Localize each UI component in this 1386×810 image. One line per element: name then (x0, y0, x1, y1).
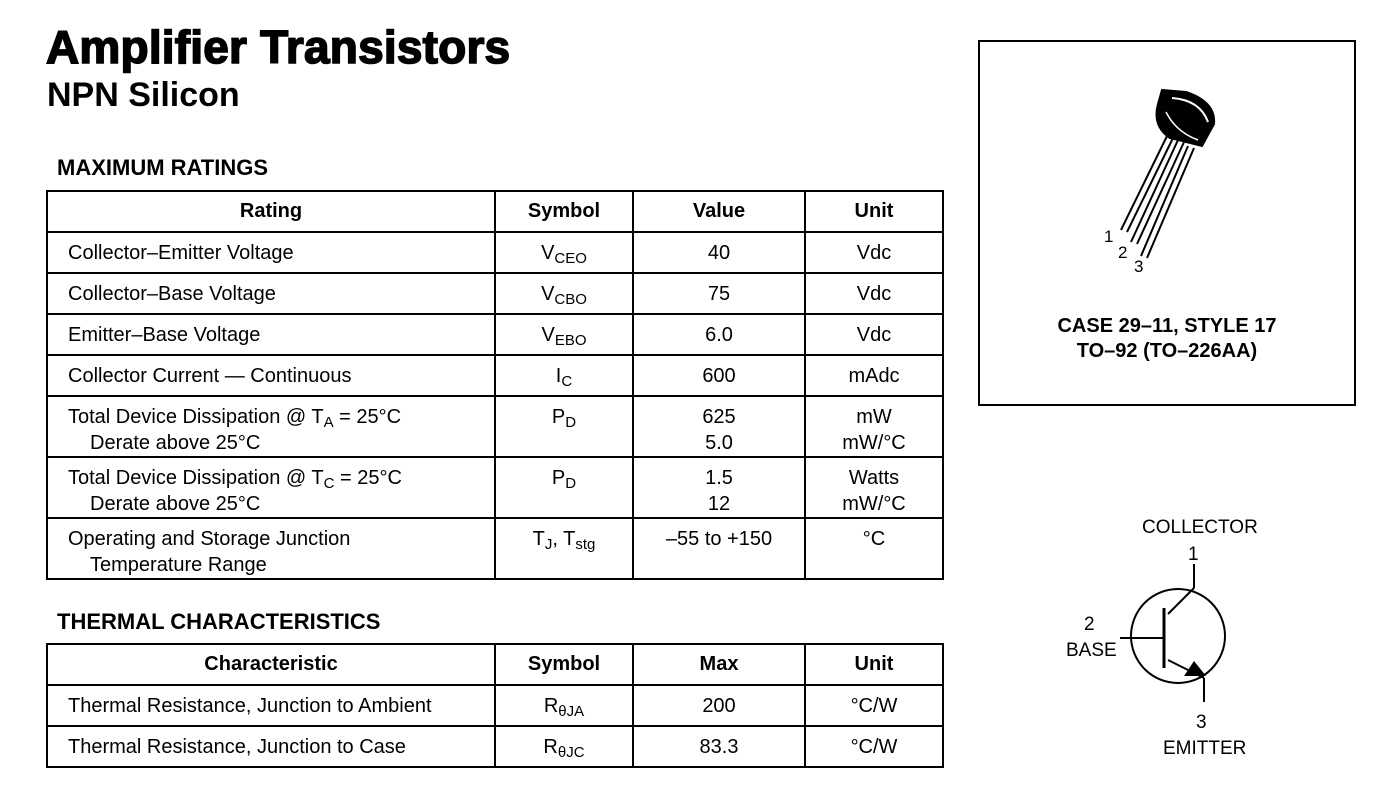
max-cell: 200 (702, 695, 736, 717)
max-ratings-heading: MAXIMUM RATINGS (57, 155, 269, 180)
unit-cell: °C/W (850, 736, 898, 758)
collector-pin-number: 1 (1188, 544, 1199, 565)
symbol-cell: IC (555, 365, 573, 390)
collector-label: COLLECTOR (1142, 517, 1258, 538)
unit-cell: °C (862, 528, 886, 550)
rating-cell: Collector–Emitter Voltage (68, 242, 294, 264)
column-header-characteristic: Characteristic (46, 643, 496, 686)
pin-3-label: 3 (1134, 257, 1143, 276)
table-row: Emitter–Base Voltage VEBO 6.0 Vdc (46, 313, 944, 356)
table-row: Thermal Resistance, Junction to Ambient … (46, 684, 944, 727)
page-title: Amplifier Transistors (45, 20, 511, 74)
table-header-row: Characteristic Symbol Max Unit (46, 643, 944, 686)
unit-cell: Vdc (856, 324, 892, 346)
max-ratings-table: Rating Symbol Value Unit Collector–Emitt… (46, 190, 944, 580)
to92-package-icon: 1 2 3 (1104, 88, 1216, 276)
package-outline-box: 1 2 3 CASE 29–11, STYLE 17 TO–92 (TO–226… (978, 40, 1356, 406)
thermal-table: Characteristic Symbol Max Unit Thermal R… (46, 643, 944, 768)
column-header-unit: Unit (804, 643, 944, 686)
emitter-pin-number: 3 (1196, 712, 1207, 733)
symbol-cell: PD (551, 406, 577, 431)
emitter-label: EMITTER (1163, 738, 1247, 759)
symbol-cell: RθJA (543, 695, 585, 720)
table-row: Collector Current — Continuous IC 600 mA… (46, 354, 944, 397)
npn-transistor-symbol-icon (1120, 564, 1226, 702)
unit-cell: °C/W (850, 695, 898, 717)
table-row: Collector–Base Voltage VCBO 75 Vdc (46, 272, 944, 315)
column-header-symbol: Symbol (494, 190, 634, 233)
characteristic-cell: Thermal Resistance, Junction to Case (68, 736, 406, 758)
symbol-cell: VCBO (541, 283, 587, 308)
case-style-label: CASE 29–11, STYLE 17 (1057, 315, 1277, 337)
max-cell: 83.3 (699, 736, 739, 758)
symbol-cell: VEBO (541, 324, 587, 349)
unit-cell: Vdc (856, 283, 892, 305)
symbol-cell: PD (551, 467, 577, 492)
column-header-symbol: Symbol (494, 643, 634, 686)
page-subtitle: NPN Silicon (47, 76, 240, 114)
package-type-label: TO–92 (TO–226AA) (1076, 340, 1258, 362)
value-cell: 600 (702, 365, 736, 387)
pin-2-label: 2 (1118, 243, 1127, 262)
value-cell: 40 (707, 242, 731, 264)
unit-cell: Vdc (856, 242, 892, 264)
symbol-cell: RθJC (543, 736, 585, 761)
column-header-value: Value (632, 190, 806, 233)
pin-1-label: 1 (1104, 227, 1113, 246)
value-cell: 6.0 (705, 324, 733, 346)
base-label: BASE (1066, 640, 1117, 661)
table-row: Thermal Resistance, Junction to Case RθJ… (46, 725, 944, 768)
rating-cell: Collector Current — Continuous (68, 365, 352, 387)
unit-cell: mAdc (848, 365, 900, 387)
value-cell: –55 to +150 (665, 528, 773, 550)
table-header-row: Rating Symbol Value Unit (46, 190, 944, 233)
symbol-cell: VCEO (541, 242, 587, 267)
column-header-rating: Rating (46, 190, 496, 233)
column-header-max: Max (632, 643, 806, 686)
thermal-heading: THERMAL CHARACTERISTICS (57, 609, 381, 634)
symbol-cell: TJ, Tstg (532, 528, 596, 553)
rating-cell: Emitter–Base Voltage (68, 324, 261, 346)
characteristic-cell: Thermal Resistance, Junction to Ambient (68, 695, 432, 717)
column-header-unit: Unit (804, 190, 944, 233)
table-row: Collector–Emitter Voltage VCEO 40 Vdc (46, 231, 944, 274)
value-cell: 75 (707, 283, 731, 305)
rating-cell: Collector–Base Voltage (68, 283, 276, 305)
base-pin-number: 2 (1084, 614, 1095, 635)
